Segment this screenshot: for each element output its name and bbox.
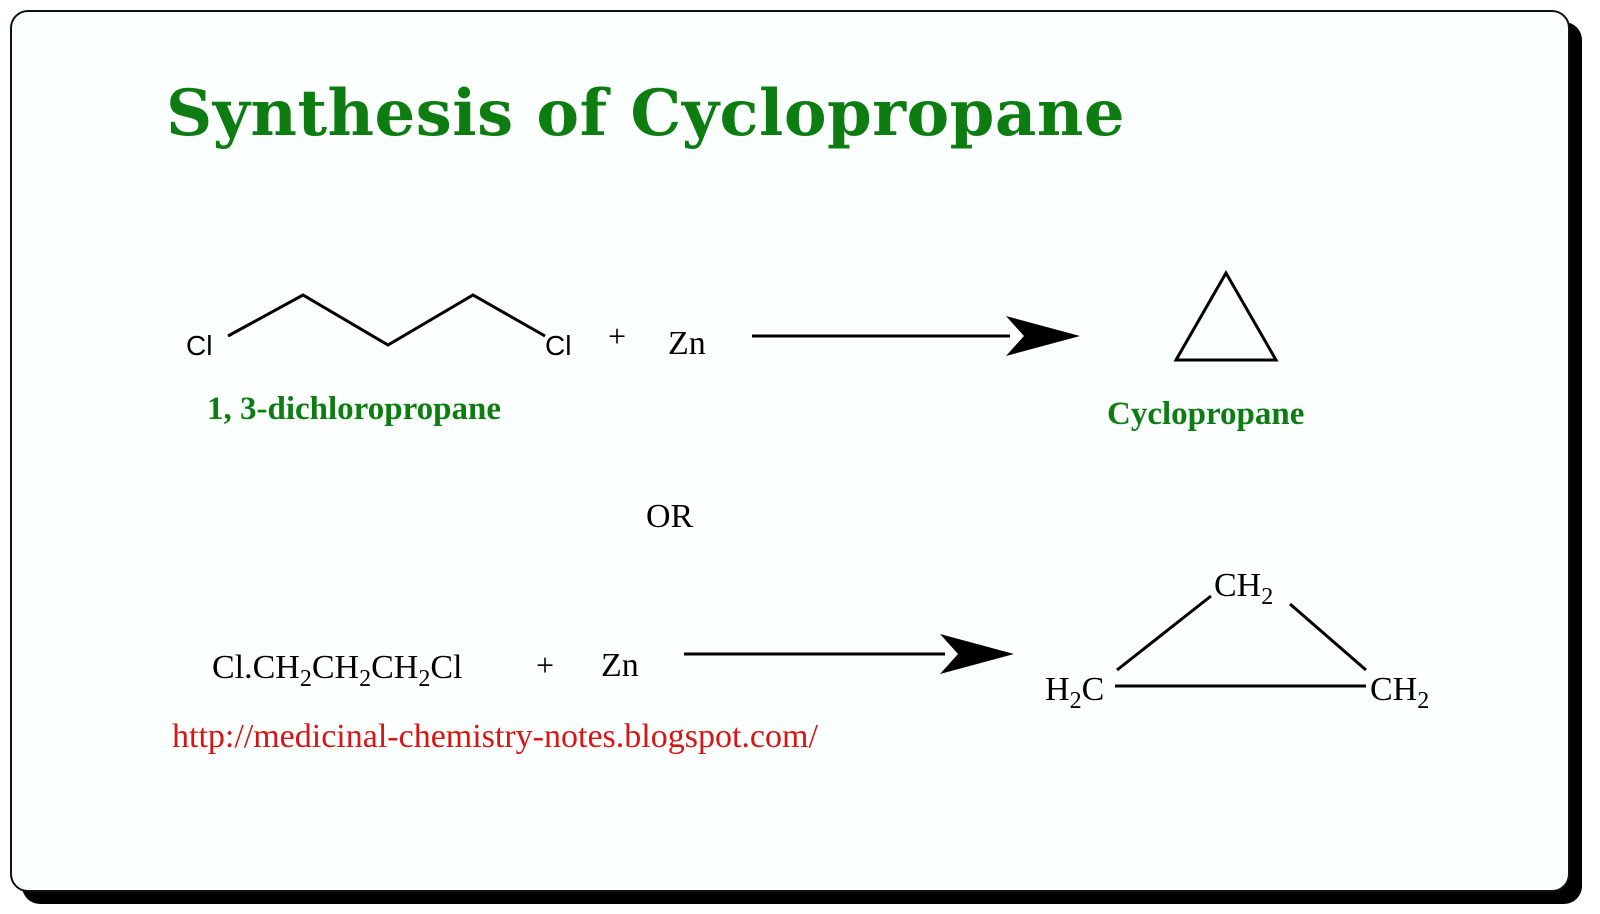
plus-sign-1: + [608, 318, 626, 354]
reaction-arrow-2-head [940, 634, 1014, 674]
ring-bond-right [1289, 602, 1367, 672]
zinc-reagent-1: Zn [668, 325, 706, 362]
plus-sign-2: + [536, 647, 554, 683]
slide-card [10, 10, 1570, 892]
cyclopropane-ring [1173, 269, 1279, 362]
page-title: Synthesis of Cyclopropane [166, 76, 1126, 151]
ring-left-h2c: H2C [1045, 671, 1104, 714]
chlorine-right-label: Cl [545, 330, 571, 361]
ring-bond-left [1116, 594, 1212, 672]
chlorine-left-label: Cl [186, 330, 212, 361]
zinc-reagent-2: Zn [601, 647, 639, 684]
source-url: http://medicinal-chemistry-notes.blogspo… [172, 718, 818, 755]
ring-top-ch2: CH2 [1214, 567, 1273, 610]
dichloropropane-skeleton [227, 293, 546, 347]
condensed-formula-reactant: Cl.CH2CH2CH2Cl [212, 649, 462, 692]
dichloropropane-name: 1, 3-dichloropropane [207, 391, 501, 427]
or-separator: OR [646, 498, 694, 535]
cyclopropane-name: Cyclopropane [1107, 396, 1304, 432]
ring-right-ch2: CH2 [1370, 671, 1429, 714]
reaction-arrow-1-head [1006, 316, 1080, 356]
